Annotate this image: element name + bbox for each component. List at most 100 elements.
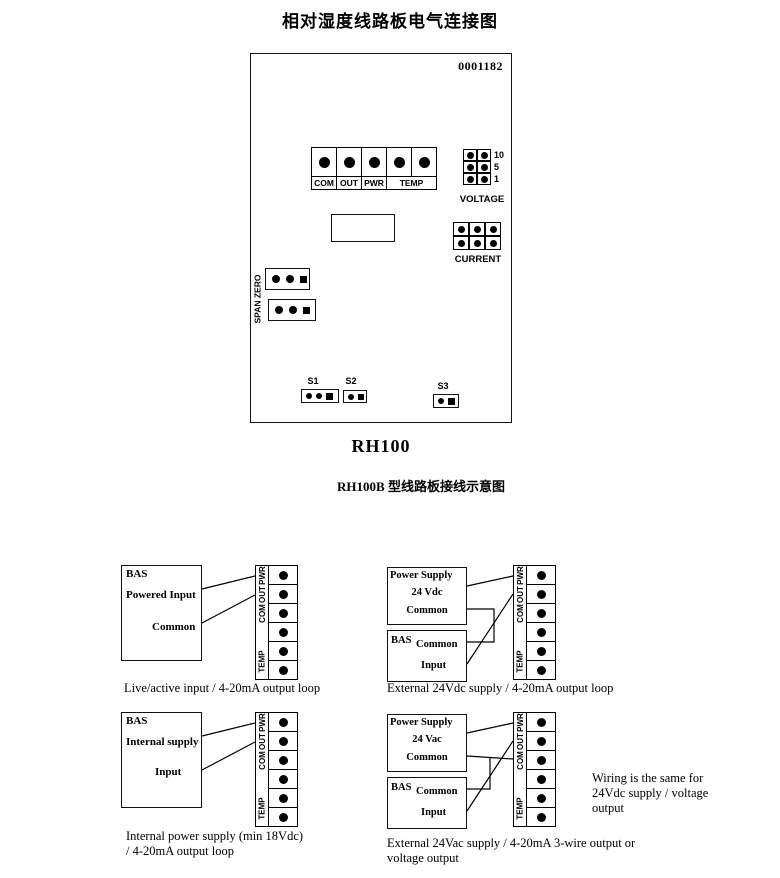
terminal-dot	[536, 646, 546, 656]
terminal-strip-cells	[268, 712, 298, 827]
jumper-dot	[473, 225, 481, 233]
bas-box-line1: Common	[416, 639, 458, 650]
strip-label-pwr: PWR	[257, 566, 267, 585]
current-jumper-grid	[453, 222, 501, 250]
bas-box-line2: Common	[152, 621, 196, 633]
voltage-jumper-grid	[463, 149, 491, 185]
strip-label-com: COM	[257, 604, 267, 623]
jumper-dot	[466, 151, 474, 159]
bas-box-title: BAS	[126, 715, 148, 727]
circuit-board-outline: 0001182 COM OUT PWR TEMP	[250, 53, 512, 423]
power-supply-box-ac: Power Supply 24 Vac Common	[387, 714, 467, 772]
terminal-dot	[278, 570, 288, 580]
bas-box-title: BAS	[391, 782, 412, 793]
terminal-dot	[536, 774, 546, 784]
voltage-tick-10: 10	[494, 150, 505, 160]
voltage-label: VOLTAGE	[459, 194, 505, 205]
terminal-dot	[393, 156, 405, 168]
terminal-label-row: COM OUT PWR TEMP	[311, 176, 437, 190]
strip-label-out: OUT	[257, 586, 267, 603]
terminal-dot	[536, 755, 546, 765]
caption-live: Live/active input / 4-20mA output loop	[124, 681, 321, 695]
terminal-dot	[278, 736, 288, 746]
strip-label-com: COM	[257, 751, 267, 770]
strip-label-pwr: PWR	[257, 713, 267, 732]
pot-dot	[272, 275, 280, 283]
terminal-cell	[268, 622, 298, 642]
terminal-strip-cells	[526, 565, 556, 680]
terminal-dot	[536, 793, 546, 803]
terminal-cell	[268, 769, 298, 789]
switch-dot	[438, 398, 444, 404]
terminal-strip: PWR OUT COM TEMP	[255, 712, 298, 827]
terminal-dot	[278, 627, 288, 637]
bas-box-line1: Powered Input	[126, 589, 196, 601]
pot-wiper	[300, 275, 307, 283]
wire	[467, 608, 495, 643]
terminal-strip: PWR OUT COM TEMP	[255, 565, 298, 680]
jumper-cell	[477, 149, 491, 161]
jumper-dot	[457, 225, 465, 233]
switch-s1	[301, 389, 339, 403]
jumper-cell	[463, 173, 477, 185]
terminal-dot	[278, 774, 288, 784]
wire	[466, 740, 514, 812]
terminal-cell	[268, 603, 298, 623]
zero-pot	[268, 299, 316, 321]
switch-dot	[306, 393, 312, 399]
bas-box-dc: BAS Common Input	[387, 630, 467, 682]
board-terminal-block: COM OUT PWR TEMP	[311, 147, 437, 190]
wire	[467, 757, 491, 790]
switch-dot	[348, 393, 354, 400]
board-model: RH100	[351, 436, 411, 456]
terminal-dot	[536, 627, 546, 637]
terminal-dot	[536, 717, 546, 727]
terminal-strip-labels: PWR OUT COM TEMP	[513, 565, 527, 680]
caption-ext-ac-line1: External 24Vac supply / 4-20mA 3-wire ou…	[387, 836, 636, 850]
pot-dot	[286, 275, 294, 283]
wire	[201, 575, 256, 590]
wire	[201, 722, 256, 737]
bas-box-line2: Input	[155, 766, 182, 778]
terminal-dot	[536, 570, 546, 580]
ps-box-title: Power Supply	[390, 717, 453, 728]
terminal-cell	[526, 565, 556, 585]
wiring-note-line2: 24Vdc supply / voltage	[592, 786, 709, 800]
terminal-cell	[361, 147, 387, 177]
terminal-cell	[311, 147, 337, 177]
terminal-cell	[268, 584, 298, 604]
terminal-dot	[536, 589, 546, 599]
bas-box-title: BAS	[391, 635, 412, 646]
terminal-dot	[278, 665, 288, 675]
terminal-label-temp: TEMP	[399, 178, 424, 188]
terminal-dot	[318, 156, 330, 168]
terminal-cell	[336, 147, 362, 177]
switch-s2-label: S2	[345, 376, 357, 386]
span-pot	[265, 268, 310, 290]
span-zero-label: SPAN ZERO	[252, 274, 263, 324]
terminal-cell	[268, 788, 298, 808]
terminal-cell	[526, 807, 556, 827]
ps-box-title: Power Supply	[390, 570, 453, 581]
terminal-strip: PWR OUT COM TEMP	[513, 712, 556, 827]
jumper-cell	[469, 222, 485, 236]
ps-box-line1: 24 Vdc	[411, 587, 443, 598]
ps-box-line1: 24 Vac	[412, 734, 442, 745]
strip-label-out: OUT	[257, 733, 267, 750]
terminal-dot	[536, 812, 546, 822]
terminal-cell	[268, 565, 298, 585]
caption-internal: Internal power supply (min 18Vdc) / 4-20…	[126, 829, 303, 859]
strip-label-com: COM	[515, 751, 525, 770]
board-caption: RH100B 型线路板接线示意图	[337, 479, 505, 494]
jumper-dot	[473, 239, 481, 247]
jumper-dot	[489, 239, 497, 247]
terminal-cell	[526, 641, 556, 661]
caption-ext-dc: External 24Vdc supply / 4-20mA output lo…	[387, 681, 614, 695]
terminal-dot	[536, 736, 546, 746]
terminal-dot	[278, 812, 288, 822]
ps-box-line2: Common	[406, 752, 448, 763]
terminal-cell	[526, 584, 556, 604]
jumper-cell	[463, 161, 477, 173]
strip-label-temp: TEMP	[515, 797, 525, 820]
